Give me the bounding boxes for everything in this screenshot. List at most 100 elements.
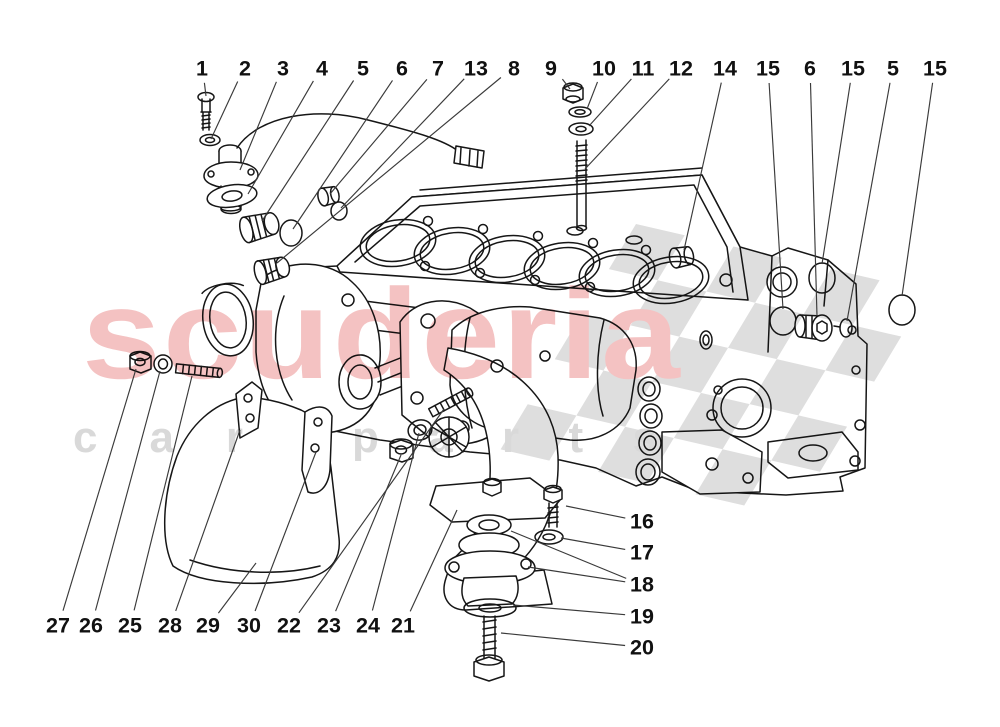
leader-line — [512, 604, 626, 616]
washer-11 — [568, 122, 594, 136]
callout-number: 20 — [630, 636, 654, 660]
leader-line — [586, 81, 599, 110]
callout-5: 5 — [261, 57, 369, 222]
checker-cell — [803, 268, 880, 326]
callout-9: 9 — [545, 57, 571, 90]
callout-number: 5 — [887, 57, 899, 81]
callout-number: 12 — [669, 57, 693, 81]
leader-line — [821, 82, 851, 265]
leader-line — [588, 78, 632, 127]
cable-connector — [453, 145, 485, 169]
o-ring-13 — [330, 201, 348, 221]
checker-cell — [554, 314, 631, 371]
leader-line — [247, 80, 314, 195]
callout-number: 21 — [391, 614, 415, 638]
callout-7: 7 — [329, 57, 444, 195]
leader-line — [254, 451, 317, 612]
checker-cell — [706, 246, 783, 303]
checker-cell — [576, 370, 653, 427]
nut-27 — [129, 350, 152, 374]
starter-fixing-hardware — [389, 387, 474, 463]
o-ring-15c — [888, 294, 916, 326]
callout-6: 6 — [804, 57, 818, 317]
checker-cell — [749, 359, 826, 416]
callout-number: 28 — [158, 614, 182, 638]
cup-plug-6 — [317, 185, 340, 207]
callout-8: 8 — [276, 57, 520, 264]
callout-number: 11 — [632, 57, 655, 81]
checker-cell — [500, 404, 577, 461]
checkered-flag-watermark — [500, 224, 902, 506]
callout-number: 8 — [508, 57, 520, 81]
callout-number: 17 — [630, 541, 654, 565]
leader-line — [335, 454, 402, 612]
leader-line — [561, 78, 571, 90]
callout-30: 30 — [237, 451, 317, 638]
callout-number: 2 — [239, 57, 251, 81]
checker-cell — [728, 302, 804, 360]
plug-cluster-left — [238, 185, 348, 286]
leader-line — [527, 566, 626, 583]
callout-2: 2 — [210, 57, 251, 140]
callout-number: 15 — [923, 57, 947, 81]
callout-6: 6 — [292, 57, 408, 230]
callout-3: 3 — [239, 57, 289, 171]
mount-plate-nut — [482, 477, 502, 497]
hardware-lower-left — [129, 350, 224, 379]
leader-line — [340, 78, 465, 209]
callout-18: 18 — [510, 530, 654, 597]
gasket-4 — [206, 183, 258, 209]
callout-number: 27 — [46, 614, 70, 638]
callout-number: 26 — [79, 614, 103, 638]
callout-12: 12 — [584, 57, 693, 170]
checker-cell — [652, 336, 729, 393]
checker-cell — [598, 426, 674, 484]
callout-number: 3 — [277, 57, 289, 81]
stud-22 — [427, 387, 474, 418]
leader-line — [846, 82, 891, 322]
o-ring-7 — [279, 219, 303, 247]
washer-26 — [153, 354, 173, 374]
callout-17: 17 — [560, 537, 654, 565]
threaded-plug-8 — [253, 256, 291, 286]
callout-number: 6 — [804, 57, 816, 81]
callout-number: 15 — [756, 57, 780, 81]
callout-number: 10 — [592, 57, 616, 81]
leader-line — [175, 429, 241, 612]
hex-socket-plug-6 — [794, 314, 833, 342]
callout-number: 9 — [545, 57, 557, 81]
nut-9 — [562, 82, 584, 104]
sensor-cable — [236, 113, 459, 152]
terminal-stud — [539, 350, 551, 362]
pinion-gear — [428, 416, 470, 458]
threaded-plug-5 — [238, 212, 280, 244]
leader-line — [560, 537, 626, 550]
leader-line — [500, 632, 626, 647]
callout-29: 29 — [196, 562, 257, 638]
callout-number: 16 — [630, 510, 654, 534]
leader-line — [298, 408, 445, 614]
checker-cell — [630, 280, 707, 337]
callout-14: 14 — [683, 57, 737, 251]
callout-24: 24 — [356, 432, 420, 638]
leader-line — [510, 530, 627, 579]
leader-line — [409, 509, 458, 612]
callout-number: 24 — [356, 614, 380, 638]
callout-number: 30 — [237, 614, 261, 638]
washer-10 — [568, 106, 592, 118]
callout-number: 5 — [357, 57, 369, 81]
callout-25: 25 — [118, 375, 193, 638]
nut-23 — [389, 438, 414, 463]
checker-cell — [771, 415, 848, 472]
leader-line — [292, 80, 393, 230]
callout-number: 23 — [317, 614, 341, 638]
callout-number: 6 — [396, 57, 408, 81]
callout-28: 28 — [158, 429, 241, 638]
checker-cell — [825, 325, 902, 382]
leader-line — [329, 79, 428, 195]
leader-line — [371, 432, 420, 611]
callout-22: 22 — [277, 408, 445, 638]
brand-watermark-text: scuderia — [82, 263, 682, 406]
